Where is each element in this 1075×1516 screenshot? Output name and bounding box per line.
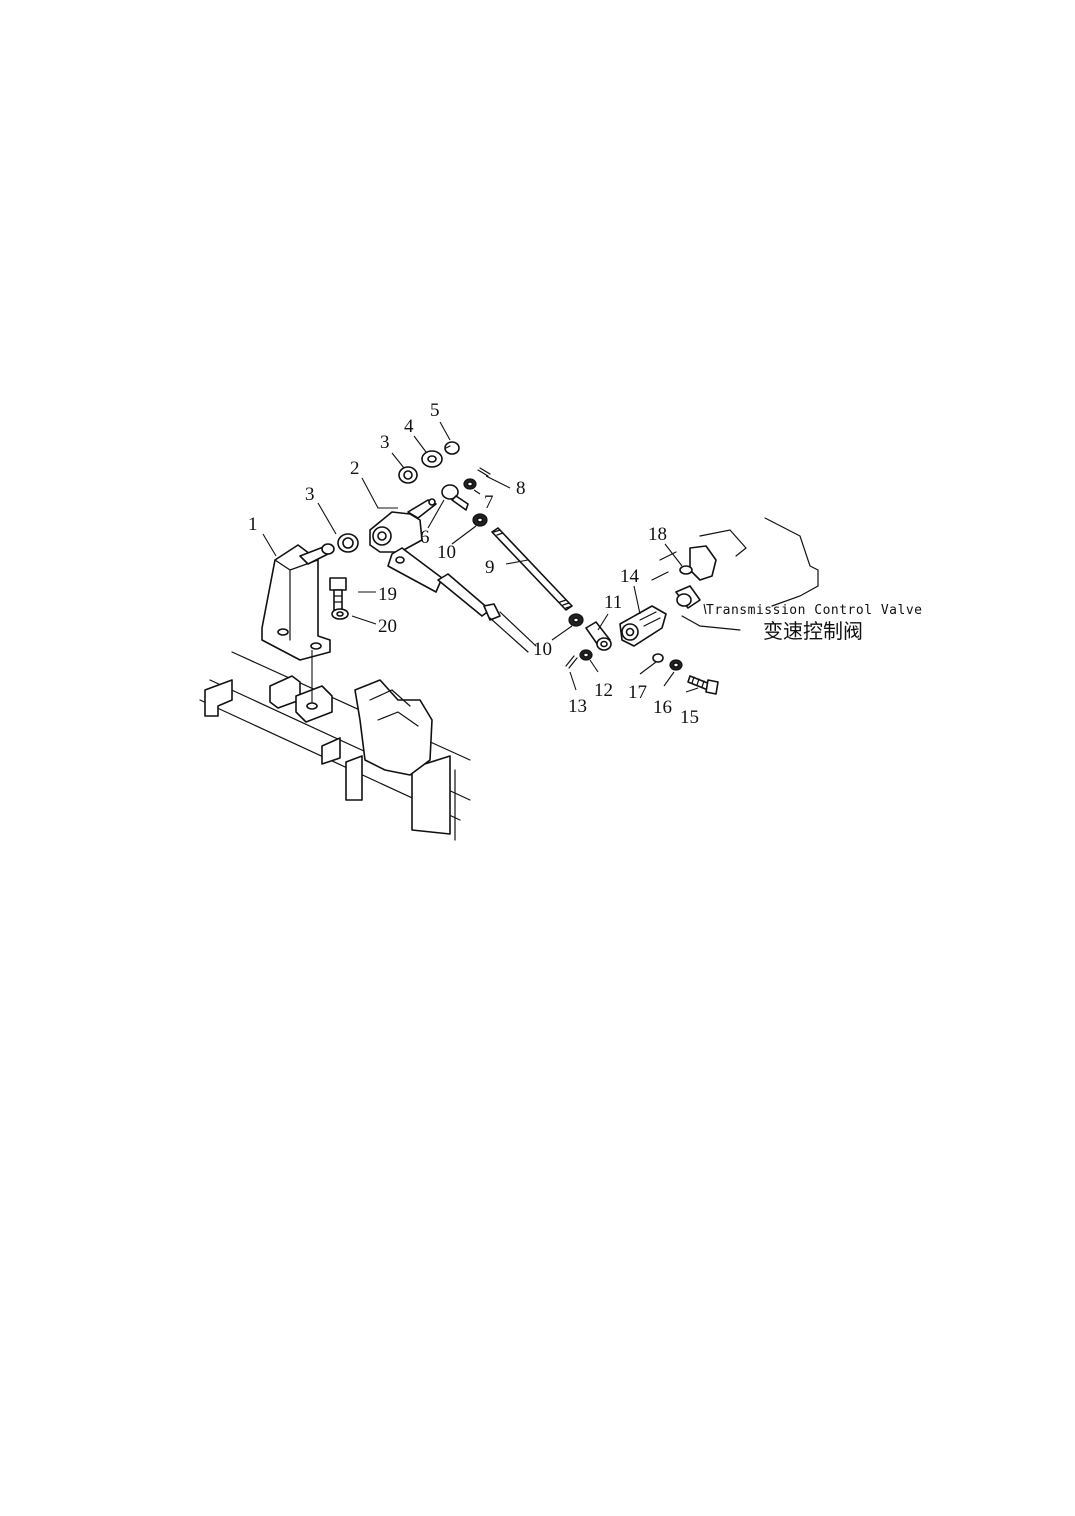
rod-end-part-11	[585, 621, 612, 651]
callout-18: 18	[648, 524, 667, 545]
callout-5: 5	[430, 400, 440, 421]
frame-structure	[199, 651, 471, 841]
callout-15: 15	[680, 707, 699, 728]
callout-3-lower: 3	[305, 484, 315, 505]
lever-part-14	[619, 605, 667, 647]
nut-part-7	[463, 478, 477, 490]
control-cable	[387, 547, 537, 653]
callout-6: 6	[420, 527, 430, 548]
callout-2: 2	[350, 458, 360, 479]
snap-ring-part-5	[444, 441, 460, 455]
bolt-part-15	[687, 675, 719, 695]
callout-14: 14	[620, 566, 640, 587]
washer-part-20	[331, 608, 349, 620]
callout-19: 19	[378, 584, 397, 605]
callout-16: 16	[653, 697, 672, 718]
callout-7: 7	[484, 492, 494, 513]
bushing-part-3-lower	[337, 533, 359, 553]
callout-4: 4	[404, 416, 414, 437]
rod-end-part-6	[441, 484, 469, 511]
lever-part-2	[369, 498, 437, 553]
nut-part-16	[669, 659, 683, 671]
bushing-part-3-upper	[398, 466, 418, 484]
washer-part-17	[652, 653, 664, 663]
cotter-pin-part-8	[477, 467, 491, 477]
nut-part-10-lower	[568, 613, 584, 627]
bolt-part-19	[329, 577, 347, 611]
callout-10-upper: 10	[437, 542, 456, 563]
valve-label-chinese: 变速控制阀	[763, 619, 863, 643]
nut-part-10-upper	[472, 513, 488, 527]
callout-13: 13	[568, 696, 587, 717]
valve-caption: Transmission Control Valve 变速控制阀	[703, 603, 923, 643]
callout-1: 1	[248, 514, 258, 535]
callout-numbers: 1 2 3 3 4 5 6 7 8 9 10 10 11 12 13 14 15…	[248, 400, 699, 728]
nut-part-12	[579, 649, 593, 661]
washer-part-4	[421, 450, 443, 468]
leader-lines	[262, 421, 699, 693]
callout-11: 11	[604, 592, 622, 613]
callout-9: 9	[485, 557, 495, 578]
callout-17: 17	[628, 682, 647, 703]
callout-20: 20	[378, 616, 397, 637]
clip-part-18	[679, 565, 693, 575]
rod-part-9	[491, 527, 573, 611]
cotter-pin-part-13	[565, 655, 578, 669]
callout-3-upper: 3	[380, 432, 390, 453]
bracket-part-1	[261, 543, 335, 710]
callout-12: 12	[594, 680, 613, 701]
valve-label-english: Transmission Control Valve	[706, 603, 923, 618]
transmission-control-valve-housing	[651, 517, 819, 631]
callout-8: 8	[516, 478, 526, 499]
callout-10-lower: 10	[533, 639, 552, 660]
